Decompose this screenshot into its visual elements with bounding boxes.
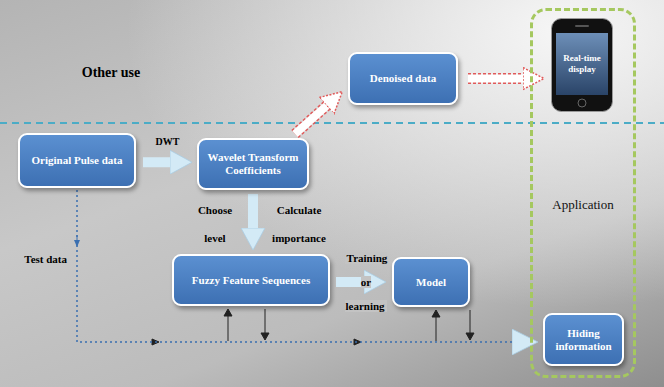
connector [77, 190, 512, 342]
node-text: Denoised data [370, 72, 436, 85]
node-text: Original Pulse data [31, 154, 122, 167]
process-box: Fuzzy Feature Sequences [172, 254, 330, 306]
connector [253, 194, 254, 228]
node-text: Real-time display [556, 33, 608, 95]
process-box: Hiding information [543, 313, 624, 366]
process-box: Wavelet Transform Coefficients [197, 138, 309, 190]
connector-path [468, 75, 523, 83]
process-box: Denoised data [348, 52, 458, 105]
edge-label: Training or learning [345, 252, 388, 312]
process-box: Model [392, 257, 470, 307]
divider-line [0, 122, 664, 124]
connector [143, 162, 170, 163]
node-text: Hiding information [548, 327, 619, 353]
node-text: Wavelet Transform Coefficients [202, 151, 304, 177]
phone-display: Real-time display [551, 18, 613, 112]
connector-outline [295, 106, 327, 134]
edge-label: DWT [156, 136, 180, 147]
connector-path [143, 157, 170, 167]
connector-path [336, 277, 364, 287]
connector-path [248, 194, 258, 228]
connector-path [77, 190, 512, 342]
connector [295, 106, 327, 134]
connector [468, 78, 523, 79]
process-box: Original Pulse data [18, 133, 136, 188]
edge-label-holder: DWT [156, 136, 180, 148]
connector-path [295, 106, 327, 134]
step-label: Calculate importance [263, 196, 335, 252]
edge-label: Test data [24, 253, 67, 265]
edge-label-holder: Test data [24, 252, 67, 266]
node-text: Model [416, 276, 446, 289]
section-label: Other use [66, 64, 156, 82]
node-text: Fuzzy Feature Sequences [192, 274, 310, 287]
small-arrows [74, 235, 474, 345]
application-region: Application Real-time displayHiding infor… [530, 8, 636, 378]
step-label: Choose level [192, 196, 238, 252]
connector-outline [468, 73, 523, 84]
edge-label-holder: Training or learning [340, 246, 392, 318]
node-text: Application [533, 197, 633, 213]
connector [336, 282, 364, 283]
